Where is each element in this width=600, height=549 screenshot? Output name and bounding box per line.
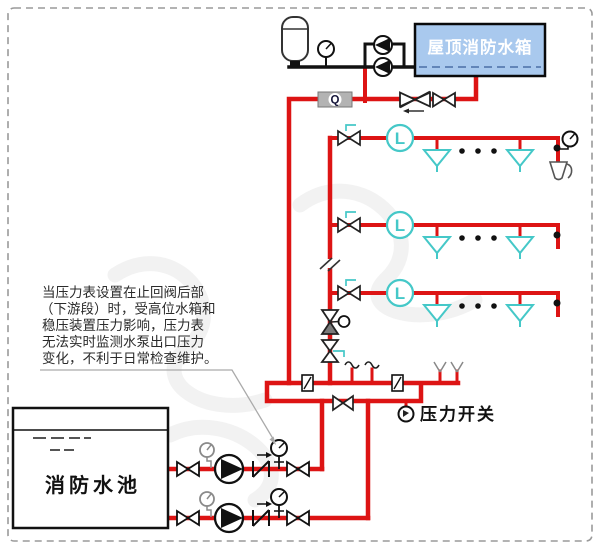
signal-valve-icon: [320, 339, 345, 363]
pressure-relief-valve-icon: [320, 309, 351, 335]
test-connection-dot: [553, 144, 561, 152]
sprinkler-icon: [421, 304, 453, 327]
flow-meter-icon: Q: [317, 91, 353, 108]
annotation-note: 当压力表设置在止回阀后部 （下游段）时，受高位水箱和 稳压装置压力影响，压力表 …: [40, 285, 218, 366]
butterfly-valve-icon: [332, 394, 354, 412]
pressure-gauge-icon: [317, 40, 335, 58]
pipe-break-icon: [319, 257, 341, 272]
gate-valve-icon: [432, 91, 456, 109]
jockey-pump-icon: [373, 57, 393, 77]
ellipsis-dots: [459, 148, 497, 154]
sprinkler-icon: [504, 236, 536, 259]
discharge-gauge-icon: [270, 488, 288, 518]
fire-pool-label: 消防水池: [45, 473, 141, 497]
test-connection-dot: [553, 299, 561, 307]
annotation-line: 无法实时监测水泵出口压力: [42, 335, 204, 350]
ellipsis-dots: [459, 303, 497, 309]
red-pipes: [165, 67, 560, 521]
annotation-line: 变化，不利于日常检查维护。: [42, 351, 218, 366]
flow-indicator: L: [385, 123, 415, 153]
exhaust-valve-icon: [344, 361, 380, 369]
annotation-callout-line: [40, 369, 276, 445]
test-connection-dot: [553, 231, 561, 239]
flow-indicator-label: L: [395, 216, 405, 235]
annotation-line: 当压力表设置在止回阀后部: [42, 285, 204, 300]
roof-tank: 屋顶消防水箱: [413, 22, 547, 78]
sprinkler-icon: [421, 236, 453, 259]
pressure-switch-label: 压力开关: [420, 404, 496, 424]
annotation-line: 稳压装置压力影响，压力表: [42, 318, 204, 333]
drain-funnel-icon: [548, 161, 573, 181]
fire-pump-icon: [213, 453, 245, 485]
union-fitting-icon: [301, 374, 314, 392]
check-valve-icon: [252, 452, 272, 478]
flow-indicator-label: L: [395, 129, 405, 148]
signal-valve-icon: [337, 211, 361, 234]
sprinkler-icon: [421, 149, 453, 172]
flow-indicator: L: [385, 278, 415, 308]
flow-meter-label: Q: [331, 95, 340, 107]
union-fitting-icon: [391, 374, 404, 392]
gate-valve-icon: [176, 509, 200, 527]
flow-indicator: L: [385, 210, 415, 240]
annotation-line: （下游段）时，受高位水箱和: [40, 301, 216, 317]
roof-tank-label: 屋顶消防水箱: [428, 37, 533, 57]
flow-indicator-label: L: [395, 284, 405, 303]
end-test-gauge-icon: [557, 130, 579, 150]
gate-valve-icon: [286, 460, 310, 478]
ellipsis-dots: [459, 235, 497, 241]
gate-valve-icon: [176, 460, 200, 478]
fire-pump-icon: [213, 502, 245, 534]
check-valve-icon: [399, 90, 431, 114]
watermark: [107, 183, 483, 508]
suction-gauge-icon: [199, 442, 215, 468]
sprinkler-icon: [504, 304, 536, 327]
pressure-switch-icon: [397, 405, 415, 423]
gate-valve-icon: [286, 509, 310, 527]
diagram-border: [7, 7, 593, 542]
check-valve-icon: [252, 501, 272, 527]
signal-valve-icon: [337, 279, 361, 302]
vent-y-icon: [433, 361, 464, 373]
jockey-pump-icon: [373, 35, 393, 55]
fire-pool: 消防水池: [11, 406, 170, 530]
signal-valve-icon: [337, 124, 361, 147]
sprinkler-icon: [504, 149, 536, 172]
expansion-tank-icon: [281, 16, 309, 66]
suction-gauge-icon: [199, 491, 215, 517]
